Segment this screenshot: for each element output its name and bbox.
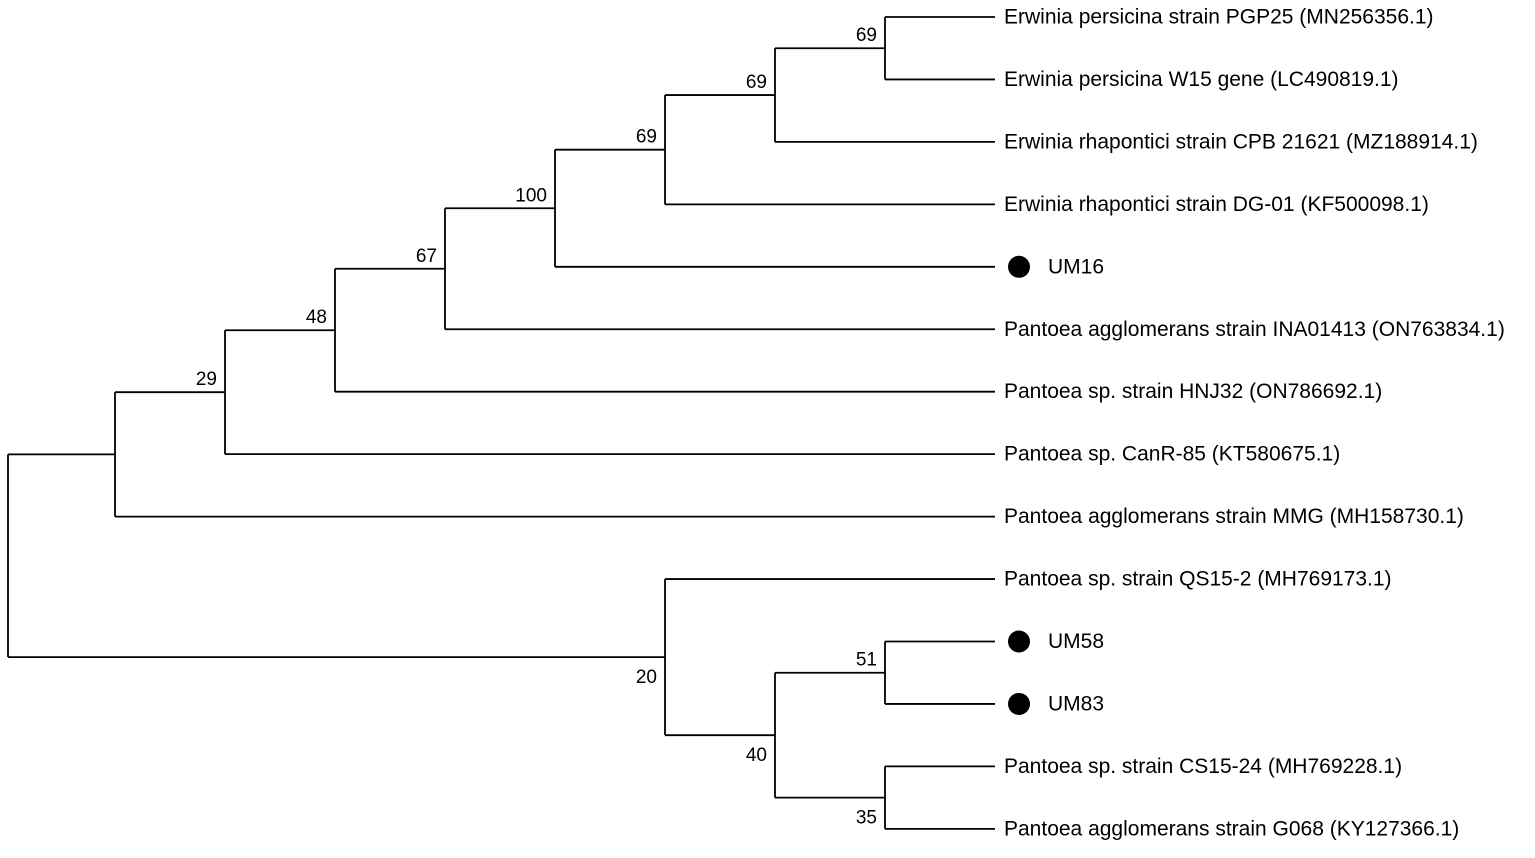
taxon-label: Pantoea sp. CanR-85 (KT580675.1)	[1004, 443, 1340, 466]
taxon-label: Pantoea agglomerans strain G068 (KY12736…	[1004, 817, 1459, 840]
bootstrap-value: 69	[856, 25, 877, 46]
leaf-marker-dot	[1008, 630, 1030, 653]
bootstrap-value: 69	[746, 72, 767, 93]
taxon-label: Pantoea sp. strain QS15-2 (MH769173.1)	[1004, 568, 1392, 591]
bootstrap-value: 40	[746, 745, 767, 766]
bootstrap-value: 51	[856, 650, 877, 671]
bootstrap-value: 29	[196, 369, 217, 390]
leaf-marker-dot	[1008, 692, 1030, 715]
taxon-label: Erwinia persicina W15 gene (LC490819.1)	[1004, 68, 1399, 91]
bootstrap-value: 48	[306, 307, 327, 328]
taxon-label: UM58	[1048, 630, 1104, 653]
leaf-marker-dot	[1008, 255, 1030, 278]
bootstrap-value: 20	[636, 667, 657, 688]
taxon-label: Pantoea sp. strain CS15-24 (MH769228.1)	[1004, 755, 1402, 778]
taxon-label: Erwinia persicina strain PGP25 (MN256356…	[1004, 6, 1434, 29]
bootstrap-value: 69	[636, 127, 657, 148]
taxon-label: UM16	[1048, 255, 1104, 278]
taxon-label: Erwinia rhapontici strain CPB 21621 (MZ1…	[1004, 130, 1478, 153]
bootstrap-value: 100	[515, 185, 547, 206]
taxon-label: UM83	[1048, 692, 1104, 715]
taxon-label: Erwinia rhapontici strain DG-01 (KF50009…	[1004, 193, 1429, 216]
taxon-label: Pantoea agglomerans strain MMG (MH158730…	[1004, 505, 1464, 528]
taxon-label: Pantoea sp. strain HNJ32 (ON786692.1)	[1004, 380, 1382, 403]
bootstrap-value: 35	[856, 808, 877, 829]
bootstrap-value: 67	[416, 246, 437, 267]
taxon-label: Pantoea agglomerans strain INA01413 (ON7…	[1004, 318, 1505, 341]
